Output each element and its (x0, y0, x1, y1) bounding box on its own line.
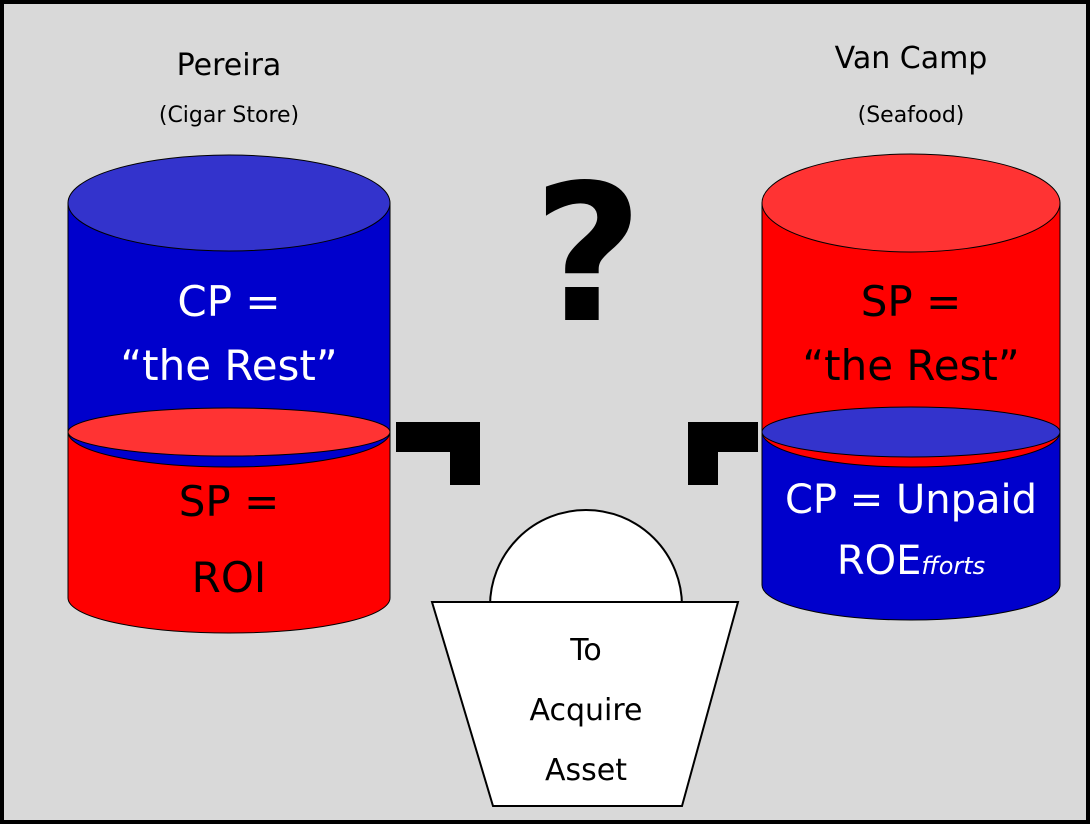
asset-line1: To (569, 633, 602, 668)
asset-bucket (430, 601, 740, 807)
right-upper-segment (761, 202, 1061, 468)
right-connector (688, 422, 758, 485)
right-lower-line1: CP = Unpaid (785, 477, 1037, 523)
right-interface-ellipse (761, 406, 1061, 458)
left-party-business: (Cigar Store) (159, 103, 299, 128)
left-top-ellipse (67, 154, 391, 252)
left-upper-line2: “the Rest” (120, 341, 337, 390)
left-upper-line1: CP = (177, 277, 280, 326)
left-lower-line1: SP = (179, 477, 280, 526)
right-upper-line2: “the Rest” (802, 341, 1019, 390)
left-interface-ellipse (67, 407, 391, 457)
asset-line2: Acquire (529, 693, 642, 728)
left-lower-line2: ROI (192, 553, 267, 602)
right-lower-segment (761, 431, 1061, 621)
right-lower-line2: ROEfforts (837, 538, 985, 584)
question-mark: ? (533, 144, 643, 365)
asset-line3: Asset (545, 753, 627, 788)
asset-dome (488, 509, 684, 607)
right-lower-line2-sub: fforts (921, 552, 985, 580)
left-lower-segment (67, 431, 391, 634)
left-upper-segment (67, 202, 391, 468)
right-party-business: (Seafood) (858, 103, 965, 128)
right-party-name: Van Camp (835, 41, 988, 76)
right-top-ellipse (761, 153, 1061, 253)
right-lower-line2-main: ROE (837, 538, 922, 584)
left-connector (396, 422, 480, 485)
left-cylinder (67, 154, 391, 634)
right-upper-line1: SP = (861, 277, 962, 326)
right-cylinder (761, 153, 1061, 621)
left-party-name: Pereira (177, 48, 282, 83)
